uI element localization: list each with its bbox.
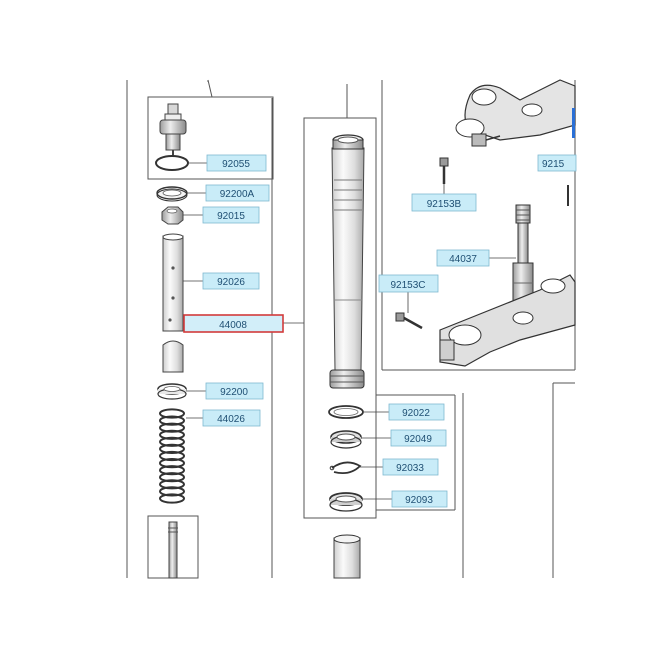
callout-label: 9215 [542, 159, 565, 170]
callout-label: 92200A [220, 189, 255, 200]
washer-92200 [157, 383, 187, 400]
spring-coil [159, 422, 185, 433]
spring-coil [159, 408, 185, 419]
rod-part [168, 521, 178, 579]
callout-label: 92055 [222, 159, 250, 170]
spring-coil [159, 493, 185, 504]
callout-label: 92022 [402, 408, 430, 419]
dust-seal-92093 [329, 492, 363, 512]
callout-label: 92153C [390, 280, 425, 291]
spring-coil [159, 436, 185, 447]
spring-coil [159, 458, 185, 469]
spring-coil [159, 479, 185, 490]
callout-label: 92153B [427, 199, 462, 210]
callout-label: 44008 [219, 320, 247, 331]
frame-lines [126, 79, 576, 579]
damper-valve-part [159, 103, 187, 156]
callout-92200A[interactable]: 92200A [205, 184, 270, 202]
callout-44026[interactable]: 44026 [202, 409, 261, 427]
upper-triple-clamp [455, 79, 576, 147]
callout-92153B[interactable]: 92153B [411, 193, 477, 212]
callout-44037[interactable]: 44037 [436, 249, 490, 267]
washer-92200A [156, 186, 188, 202]
spring-coil [159, 450, 185, 462]
bolt-92153C [395, 312, 423, 330]
blue-edge-marker [572, 108, 575, 138]
callout-label: 92200 [220, 387, 248, 398]
spring-coil [159, 465, 185, 476]
leader-lines [183, 162, 516, 500]
spring-coil [159, 429, 185, 440]
callout-92055[interactable]: 92055 [206, 154, 267, 172]
callout-label: 44026 [217, 414, 245, 425]
callout-label: 92026 [217, 277, 245, 288]
callout-9215-partial[interactable]: 9215 [537, 154, 577, 172]
o-ring-92055 [155, 155, 189, 171]
callout-92022[interactable]: 92022 [388, 403, 445, 421]
circlip-92033 [329, 461, 362, 475]
callout-label: 92049 [404, 434, 432, 445]
callout-92200[interactable]: 92200 [205, 382, 264, 400]
callout-label: 44037 [449, 254, 477, 265]
callout-92033[interactable]: 92033 [382, 458, 439, 476]
callout-92153C[interactable]: 92153C [378, 274, 439, 293]
callout-92093[interactable]: 92093 [391, 490, 448, 508]
bolt-92153B [439, 157, 449, 184]
spring-coil [159, 415, 185, 426]
piston-44008-lower [162, 340, 184, 373]
oil-seal-92022 [328, 405, 364, 419]
callout-label: 92015 [217, 211, 245, 222]
fork-outer-tube [329, 134, 365, 389]
spring-coil [159, 486, 185, 497]
nut-92015 [161, 206, 184, 225]
callout-92026[interactable]: 92026 [202, 272, 260, 290]
lower-triple-clamp [439, 274, 576, 367]
callout-92049[interactable]: 92049 [390, 429, 447, 447]
fork-inner-tube [333, 534, 361, 579]
steering-stem-44037 [512, 204, 534, 304]
pipe-92026 [162, 233, 184, 332]
spring-44026 [159, 408, 185, 504]
spring-coil [159, 443, 185, 454]
callout-label: 92033 [396, 463, 424, 474]
bushing-92049 [330, 430, 362, 449]
callout-92015[interactable]: 92015 [202, 206, 260, 224]
spring-coil [159, 472, 185, 483]
callout-44008[interactable]: 44008 [183, 314, 284, 333]
callout-label: 92093 [405, 495, 433, 506]
